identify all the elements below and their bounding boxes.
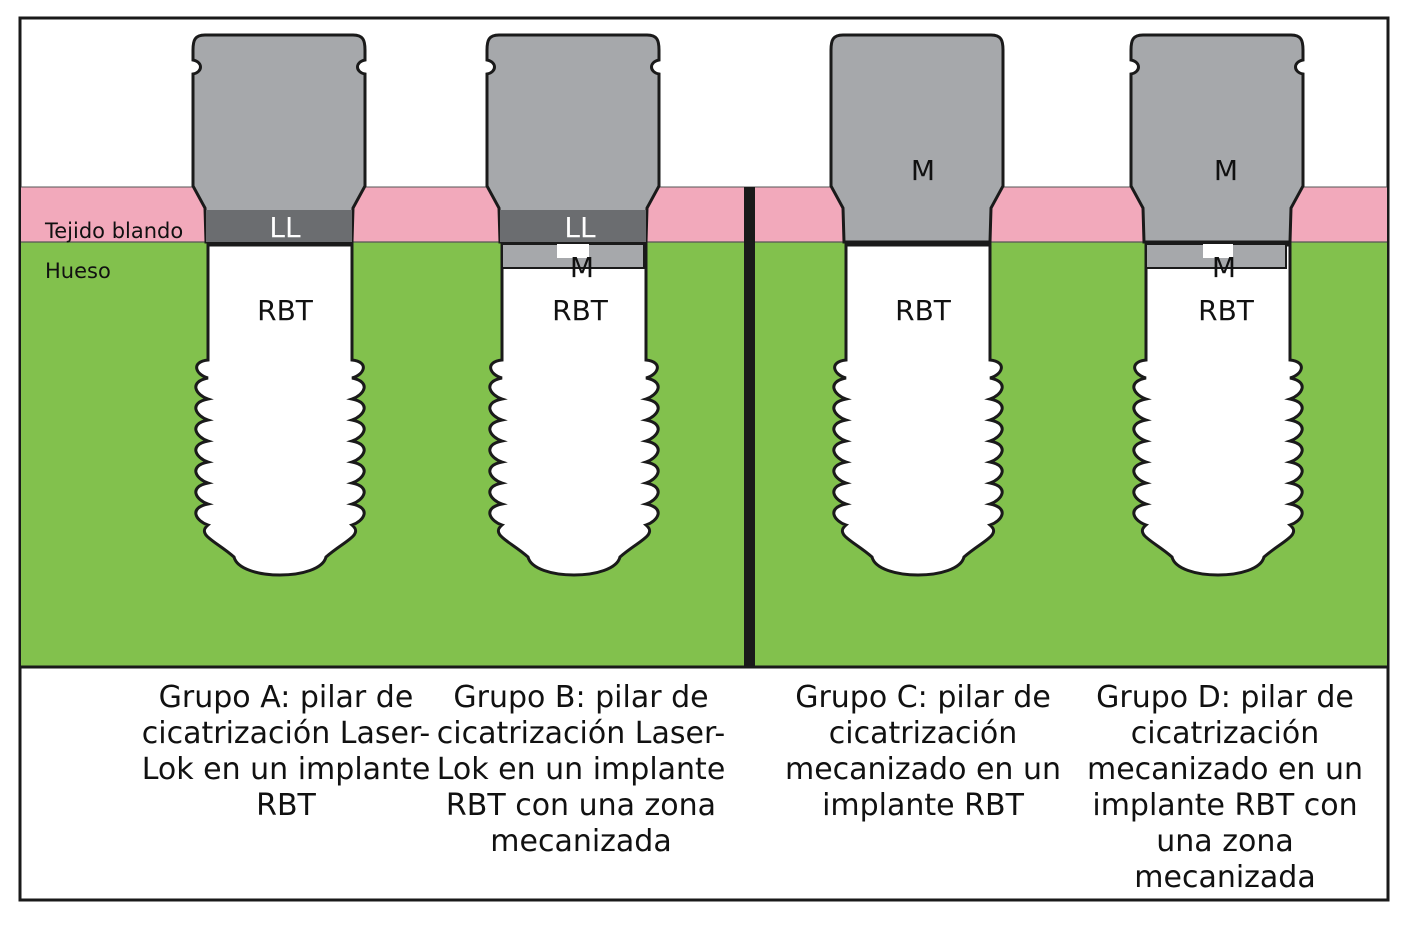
laser-lok-band-b <box>500 210 646 242</box>
caption-group-b: Grupo B: pilar de cicatrización Laser-Lo… <box>436 680 726 859</box>
collar-window-b <box>557 244 589 258</box>
abutment-mark-a: LL <box>269 211 301 244</box>
soft-tissue-label: Tejido blando <box>44 219 183 243</box>
laser-lok-band-a <box>206 210 352 242</box>
implant-group-a: LL RBT <box>191 33 367 577</box>
implant-mark-c: RBT <box>895 294 952 327</box>
caption-group-c: Grupo C: pilar de cicatrización mecaniza… <box>784 680 1061 823</box>
caption-group-a: Grupo A: pilar de cicatrización Laser-Lo… <box>141 680 431 823</box>
implant-mark-d: RBT <box>1198 294 1255 327</box>
caption-group-d: Grupo D: pilar de cicatrización mecaniza… <box>1086 680 1363 895</box>
collar-mark-b: M <box>570 251 594 284</box>
abutment-mark-d: M <box>1214 154 1238 187</box>
group-divider <box>744 187 755 667</box>
abutment-c <box>829 33 1005 244</box>
abutment-mark-c: M <box>911 154 935 187</box>
bone-label: Hueso <box>45 259 111 283</box>
implant-mark-b: RBT <box>552 294 609 327</box>
implant-mark-a: RBT <box>257 294 314 327</box>
implant-group-d: M M RBT <box>1129 33 1305 577</box>
implant-group-c: M RBT <box>829 33 1005 577</box>
implant-group-b: LL M RBT <box>485 33 661 577</box>
abutment-mark-b: LL <box>564 211 596 244</box>
collar-mark-d: M <box>1212 251 1236 284</box>
collar-window-d <box>1203 244 1233 258</box>
abutment-d <box>1129 33 1305 244</box>
